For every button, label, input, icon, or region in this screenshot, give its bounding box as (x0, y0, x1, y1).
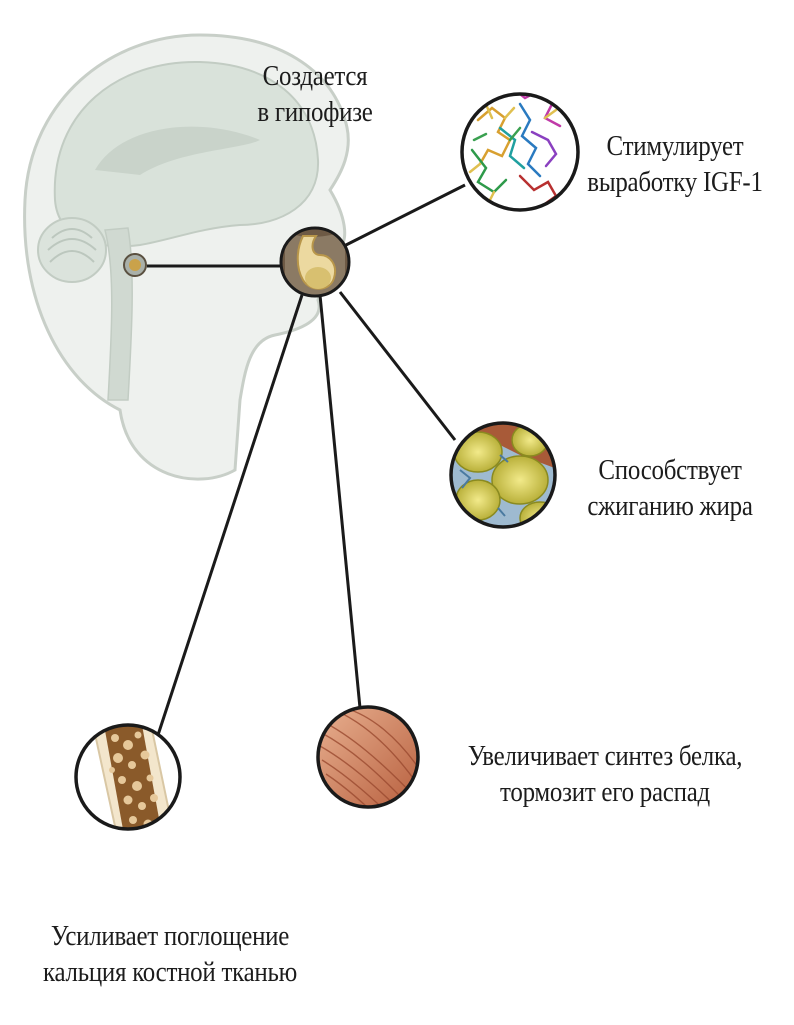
fat-cells-icon (450, 420, 560, 534)
connector-fat (340, 292, 455, 440)
label-fat-line1: Способствует (575, 452, 764, 488)
label-protein: Увеличивает синтез белка, тормозит его р… (450, 738, 760, 810)
label-igf-line1: Стимулирует (580, 128, 769, 164)
connector-protein (320, 295, 360, 708)
label-protein-line1: Увеличивает синтез белка, (450, 738, 760, 774)
bone-tissue-icon (76, 720, 180, 840)
label-calcium: Усиливает поглощение кальция костной тка… (24, 918, 316, 990)
molecule-icon (462, 86, 578, 210)
label-fat: Способствует сжиганию жира (575, 452, 764, 524)
label-igf: Стимулирует выработку IGF-1 (580, 128, 769, 200)
connector-igf (344, 185, 465, 246)
label-calcium-line1: Усиливает поглощение (24, 918, 316, 954)
label-pituitary: Создается в гипофизе (233, 58, 396, 130)
label-pituitary-line1: Создается (233, 58, 396, 94)
muscle-tissue-icon (318, 690, 420, 830)
label-protein-line2: тормозит его распад (450, 774, 760, 810)
label-fat-line2: сжиганию жира (575, 488, 764, 524)
label-pituitary-line2: в гипофизе (233, 94, 396, 130)
label-igf-line2: выработку IGF-1 (580, 164, 769, 200)
label-calcium-line2: кальция костной тканью (24, 954, 316, 990)
